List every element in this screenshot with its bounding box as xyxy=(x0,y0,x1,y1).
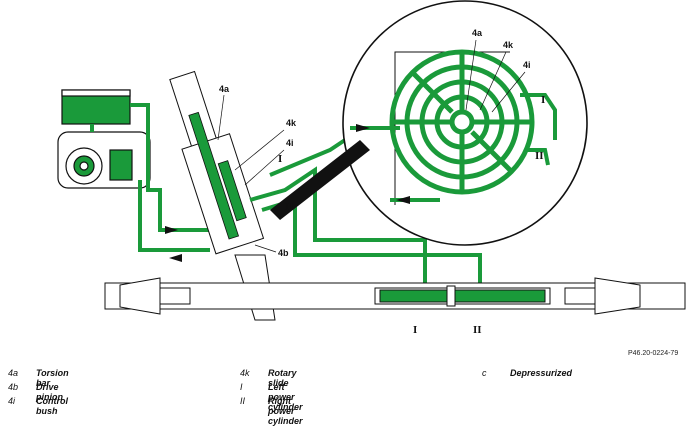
legend-text: Depressurized xyxy=(510,368,573,378)
legend-code: II xyxy=(240,396,246,406)
legend-code: 4i xyxy=(8,396,16,406)
legend-code: I xyxy=(240,382,243,392)
legend-text: Control bush xyxy=(36,396,68,416)
legend-text: Rotary slide xyxy=(268,368,297,388)
label-left-cylinder-valve: I xyxy=(278,153,282,165)
legend-code: 4a xyxy=(8,368,19,378)
steering-diagram: 4a 4k 4i I II 4b 4a 4k 4i I II I II xyxy=(57,0,686,336)
label-control-bush: 4i xyxy=(286,138,294,148)
legend-text: Drive pinion xyxy=(36,382,63,402)
detail-label-torsion-bar: 4a xyxy=(472,28,483,38)
detail-label-left-cylinder: I xyxy=(541,94,545,106)
right-power-cylinder-chamber xyxy=(454,289,546,303)
left-bellows xyxy=(119,277,161,315)
label-torsion-bar: 4a xyxy=(219,84,230,94)
label-right-cylinder-valve: II xyxy=(285,201,294,213)
legend-text: Right power cylinder xyxy=(268,396,303,426)
detail-label-control-bush: 4i xyxy=(523,60,531,70)
detail-label-right-cylinder: II xyxy=(535,150,544,162)
legend-text: Torsion bar xyxy=(36,368,69,388)
detail-label-rotary-slide: 4k xyxy=(503,40,514,50)
legend-code: c xyxy=(482,368,487,378)
detail-pointer xyxy=(270,140,370,220)
control-bush-section xyxy=(217,160,247,222)
label-rotary-slide: 4k xyxy=(286,118,297,128)
reference-number: P46.20-0224-79 xyxy=(628,350,679,357)
label-drive-pinion: 4b xyxy=(278,248,289,258)
label-left-power-cylinder: I xyxy=(413,324,417,336)
label-right-power-cylinder: II xyxy=(473,324,482,336)
flow-arrow-out xyxy=(169,254,182,262)
torsion-bar xyxy=(188,111,240,240)
left-power-cylinder-chamber xyxy=(379,289,451,303)
magnified-valve-detail xyxy=(342,0,588,246)
detail-flow-arrow-out xyxy=(396,196,410,204)
legend-code: 4k xyxy=(240,368,250,378)
detail-flow-arrow-in xyxy=(356,124,370,132)
piston xyxy=(446,285,456,307)
legend-code: 4b xyxy=(8,382,19,392)
flow-arrow-in xyxy=(165,226,178,234)
legend-text: Left power cylinder xyxy=(268,382,303,412)
